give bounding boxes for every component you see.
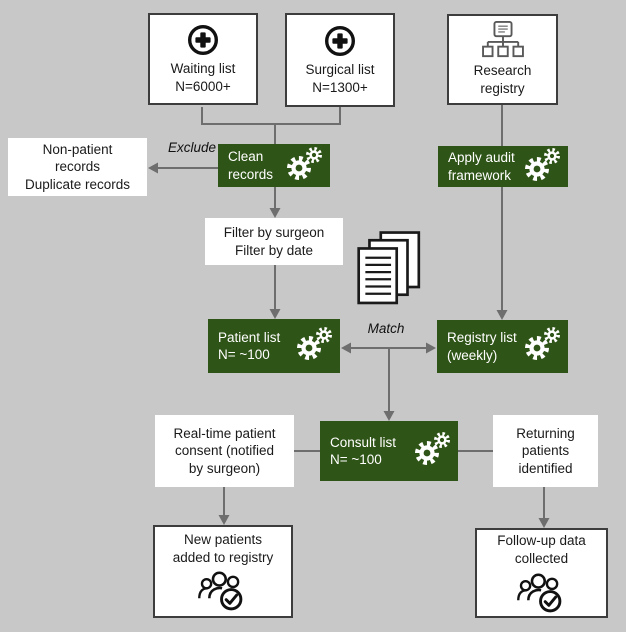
consent-line: consent (notified xyxy=(174,443,275,459)
registry-list-label2: (weekly) xyxy=(447,347,498,363)
clean-records-label: Clean xyxy=(228,149,264,165)
people-check-icon xyxy=(516,572,568,614)
gears-icon xyxy=(412,431,452,471)
gears-icon xyxy=(522,326,562,366)
people-check-icon xyxy=(197,570,249,612)
waiting-list-node: Waiting list N=6000+ xyxy=(148,13,258,105)
consult-list-label: Consult list xyxy=(330,434,397,450)
filter-line: Filter by surgeon xyxy=(223,224,325,240)
follow-up-line: Follow-up data xyxy=(497,533,586,549)
consult-list-count: N= ~100 xyxy=(330,452,382,467)
apply-audit-label: Apply audit xyxy=(448,150,515,166)
returning-patients-node: Returning patients identified xyxy=(493,415,598,487)
returning-line: identified xyxy=(518,460,573,476)
gears-icon xyxy=(294,326,334,366)
excluded-records-node: Non-patient records Duplicate records xyxy=(8,138,147,196)
filter-line: Filter by date xyxy=(234,242,314,258)
filter-node: Filter by surgeon Filter by date xyxy=(205,218,343,265)
patient-list-process: Patient list N= ~100 xyxy=(208,319,340,373)
patient-list-label: Patient list xyxy=(218,329,281,345)
new-patients-line: added to registry xyxy=(172,549,274,565)
gears-icon xyxy=(284,146,324,184)
hierarchy-icon xyxy=(480,21,526,59)
match-edge-label: Match xyxy=(367,321,405,336)
apply-audit-label2: framework xyxy=(448,167,512,183)
follow-up-node: Follow-up data collected xyxy=(475,528,608,618)
registry-list-process: Registry list (weekly) xyxy=(437,320,568,373)
exclude-edge-label: Exclude xyxy=(167,140,216,155)
research-registry-node: Research registry xyxy=(447,14,558,105)
surgical-list-node: Surgical list N=1300+ xyxy=(285,13,395,107)
excluded-line: Non-patient xyxy=(42,141,113,157)
excluded-line: records xyxy=(54,159,100,175)
consent-line: by surgeon) xyxy=(188,460,261,476)
excluded-line: Duplicate records xyxy=(24,176,131,192)
surgical-list-count: N=1300+ xyxy=(312,79,368,95)
consent-line: Real-time patient xyxy=(173,425,276,441)
apply-audit-process: Apply audit framework xyxy=(438,146,568,187)
clean-records-process: Clean records xyxy=(218,144,330,187)
clean-records-label2: records xyxy=(228,166,274,182)
research-registry-label2: registry xyxy=(480,81,525,96)
registry-list-label: Registry list xyxy=(447,330,517,346)
follow-up-line: collected xyxy=(514,551,569,566)
add-circle-icon xyxy=(323,24,357,58)
new-patients-line: New patients xyxy=(183,531,263,547)
add-circle-icon xyxy=(186,23,220,57)
consent-node: Real-time patient consent (notified by s… xyxy=(155,415,294,487)
new-patients-node: New patients added to registry xyxy=(153,525,293,618)
returning-line: Returning xyxy=(516,425,575,441)
documents-icon xyxy=(357,231,421,305)
research-registry-label: Research xyxy=(473,63,532,79)
consult-list-process: Consult list N= ~100 xyxy=(320,421,458,481)
gears-icon xyxy=(522,147,562,185)
surgical-list-label: Surgical list xyxy=(305,61,375,77)
returning-line: patients xyxy=(521,443,570,459)
waiting-list-count: N=6000+ xyxy=(175,78,231,94)
patient-list-count: N= ~100 xyxy=(218,347,270,362)
waiting-list-label: Waiting list xyxy=(170,60,236,76)
